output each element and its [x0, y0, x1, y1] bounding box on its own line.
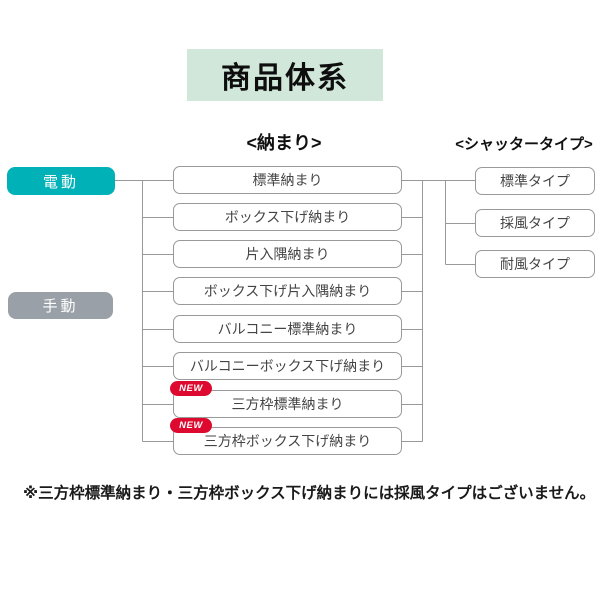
node-saifu-type: 採風タイプ [475, 209, 595, 237]
new-badge: NEW [170, 418, 212, 433]
new-badge: NEW [170, 381, 212, 396]
column-header-osamari: <納まり> [246, 133, 322, 153]
node-label: 採風タイプ [500, 215, 570, 231]
page-title: 商品体系 [187, 49, 383, 101]
node-label: ボックス下げ片入隅納まり [203, 283, 372, 299]
node-label: バルコニーボックス下げ納まり [189, 358, 386, 374]
node-label: 三方枠標準納まり [231, 396, 344, 412]
node-taifu-type: 耐風タイプ [475, 250, 595, 278]
node-label: 耐風タイプ [500, 256, 570, 272]
node-label: 片入隅納まり [245, 246, 330, 262]
node-box-sage-osamari: ボックス下げ納まり [173, 203, 402, 231]
node-manual-label: 手動 [42, 298, 79, 315]
node-standard-osamari: 標準納まり [173, 166, 402, 194]
column-header-shutter-type: <シャッタータイプ> [455, 136, 593, 153]
node-electric: 電動 [7, 167, 115, 195]
node-label: バルコニー標準納まり [217, 321, 358, 337]
node-standard-type: 標準タイプ [475, 167, 595, 195]
footnote: ※三方枠標準納まり・三方枠ボックス下げ納まりには採風タイプはございません。 [23, 485, 596, 502]
node-kataire-sumi-osamari: 片入隅納まり [173, 240, 402, 268]
node-balcony-standard-osamari: バルコニー標準納まり [173, 315, 402, 343]
node-sanpowaku-standard-osamari: NEW 三方枠標準納まり [170, 381, 402, 418]
node-box-sage-kataire-sumi-osamari: ボックス下げ片入隅納まり [173, 277, 402, 305]
node-label: 標準納まり [252, 172, 323, 188]
node-manual: 手動 [8, 292, 113, 319]
node-label: ボックス下げ納まり [224, 209, 351, 225]
node-label: 三方枠ボックス下げ納まり [203, 433, 372, 449]
node-sanpowaku-box-sage-osamari: NEW 三方枠ボックス下げ納まり [170, 418, 402, 455]
node-balcony-box-sage-osamari: バルコニーボックス下げ納まり [173, 352, 402, 380]
node-electric-label: 電動 [42, 173, 79, 191]
node-label: 標準タイプ [500, 173, 570, 189]
